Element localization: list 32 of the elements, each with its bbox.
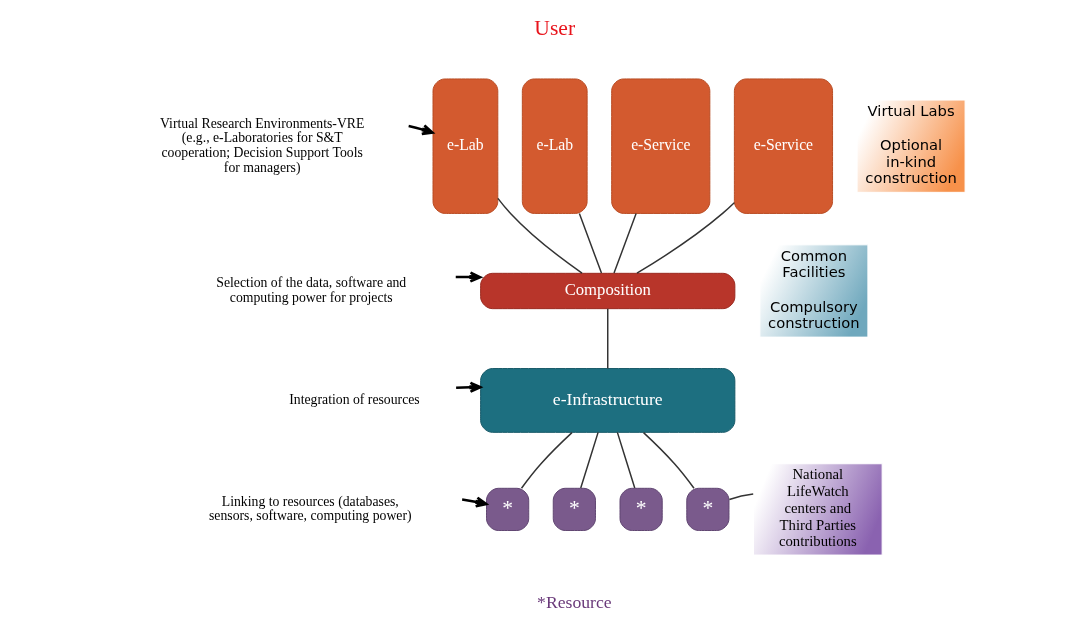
arrow [408, 124, 434, 136]
node-box: Composition [480, 272, 736, 310]
node-box: e-Lab [521, 78, 588, 214]
label: User [534, 16, 576, 41]
connector [728, 493, 754, 501]
node-box: * [552, 487, 596, 531]
connector [580, 431, 599, 489]
node-text: Integration of resources [289, 392, 420, 408]
connector [613, 212, 637, 274]
connector [607, 308, 609, 370]
arrow [461, 496, 488, 508]
arrow [456, 381, 482, 393]
connector [636, 202, 736, 274]
node-text: Linking to resources (databases, sensors, software, computing power) [209, 493, 412, 524]
node-text: Virtual Research Environments-VRE (e.g., e-Laboratories for S&T cooperation; Decision Support Tools for managers) [160, 115, 365, 175]
label: *Resource [537, 592, 612, 613]
connector [616, 431, 636, 489]
connector [578, 212, 603, 274]
node-text: Selection of the data, software and computing power for projects [216, 275, 407, 305]
connector [520, 431, 573, 489]
node-box: e-Service [611, 78, 711, 214]
connector [497, 197, 583, 274]
node-box: Common Facilities Compulsory construction [759, 244, 869, 338]
node-box: Virtual Labs Optional in-kind construction [856, 99, 966, 193]
node-box: * [619, 487, 663, 531]
node-box: * [486, 487, 530, 531]
node-box: e-Lab [432, 78, 499, 214]
node-box: * [686, 487, 730, 531]
node-box: e-Infrastructure [480, 368, 736, 433]
connector [642, 431, 695, 489]
node-box: National LifeWatch centers and Third Parties contributions [753, 463, 883, 556]
node-box: e-Service [733, 78, 834, 214]
